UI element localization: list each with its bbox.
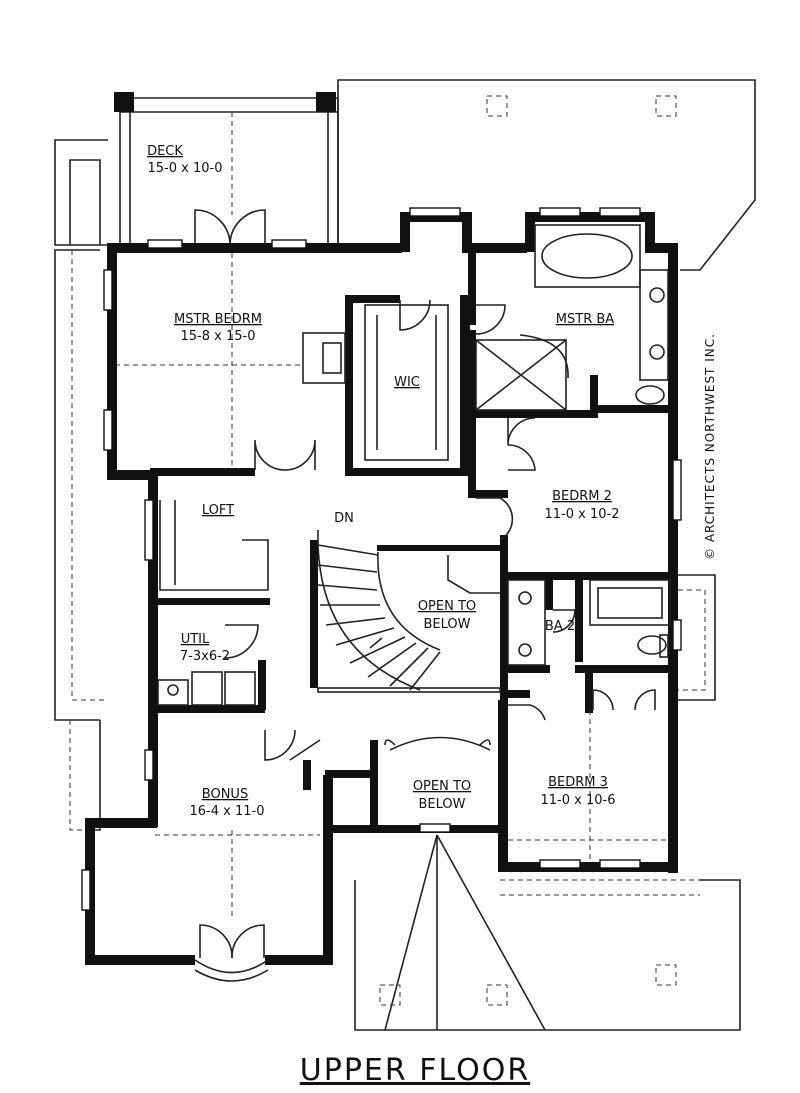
exterior-walls bbox=[85, 212, 678, 965]
master-bath-name: MSTR BA bbox=[556, 312, 614, 327]
util-name: UTIL bbox=[181, 632, 210, 647]
bedroom3-size: 11-0 x 10-6 bbox=[541, 793, 616, 808]
roof-vents bbox=[379, 95, 677, 1006]
room-labels: DECK 15-0 x 10-0 MSTR BEDRM 15-8 x 15-0 … bbox=[147, 144, 619, 819]
loft-name: LOFT bbox=[202, 503, 234, 518]
open-to-below-2-line1: OPEN TO bbox=[413, 779, 471, 794]
stair-dn-label: DN bbox=[334, 511, 354, 526]
fixtures bbox=[115, 224, 671, 860]
doors bbox=[194, 209, 656, 959]
roof-outlines bbox=[54, 79, 756, 1031]
interior-walls bbox=[150, 250, 678, 830]
open-to-below-2-line2: BELOW bbox=[419, 797, 466, 812]
open-to-below-1-line2: BELOW bbox=[424, 617, 471, 632]
master-bedroom-name: MSTR BEDRM bbox=[174, 312, 262, 327]
deck-size: 15-0 x 10-0 bbox=[148, 161, 223, 176]
page-title: UPPER FLOOR bbox=[300, 1053, 530, 1088]
bonus-size: 16-4 x 11-0 bbox=[190, 804, 265, 819]
bath2-name: BA 2 bbox=[545, 619, 575, 634]
wic-name: WIC bbox=[394, 375, 420, 390]
windows bbox=[81, 207, 682, 982]
open-to-below-1-line1: OPEN TO bbox=[418, 599, 476, 614]
bedroom2-size: 11-0 x 10-2 bbox=[545, 507, 620, 522]
master-bedroom-size: 15-8 x 15-0 bbox=[181, 329, 256, 344]
deck-name: DECK bbox=[147, 144, 183, 159]
staircase bbox=[317, 529, 441, 691]
bedroom3-name: BEDRM 3 bbox=[548, 775, 608, 790]
deck bbox=[114, 92, 339, 245]
util-size: 7-3x6-2 bbox=[180, 649, 230, 664]
bedroom2-name: BEDRM 2 bbox=[552, 489, 612, 504]
architect-credit: © ARCHITECTS NORTHWEST INC. bbox=[703, 333, 717, 560]
bonus-name: BONUS bbox=[202, 787, 248, 802]
